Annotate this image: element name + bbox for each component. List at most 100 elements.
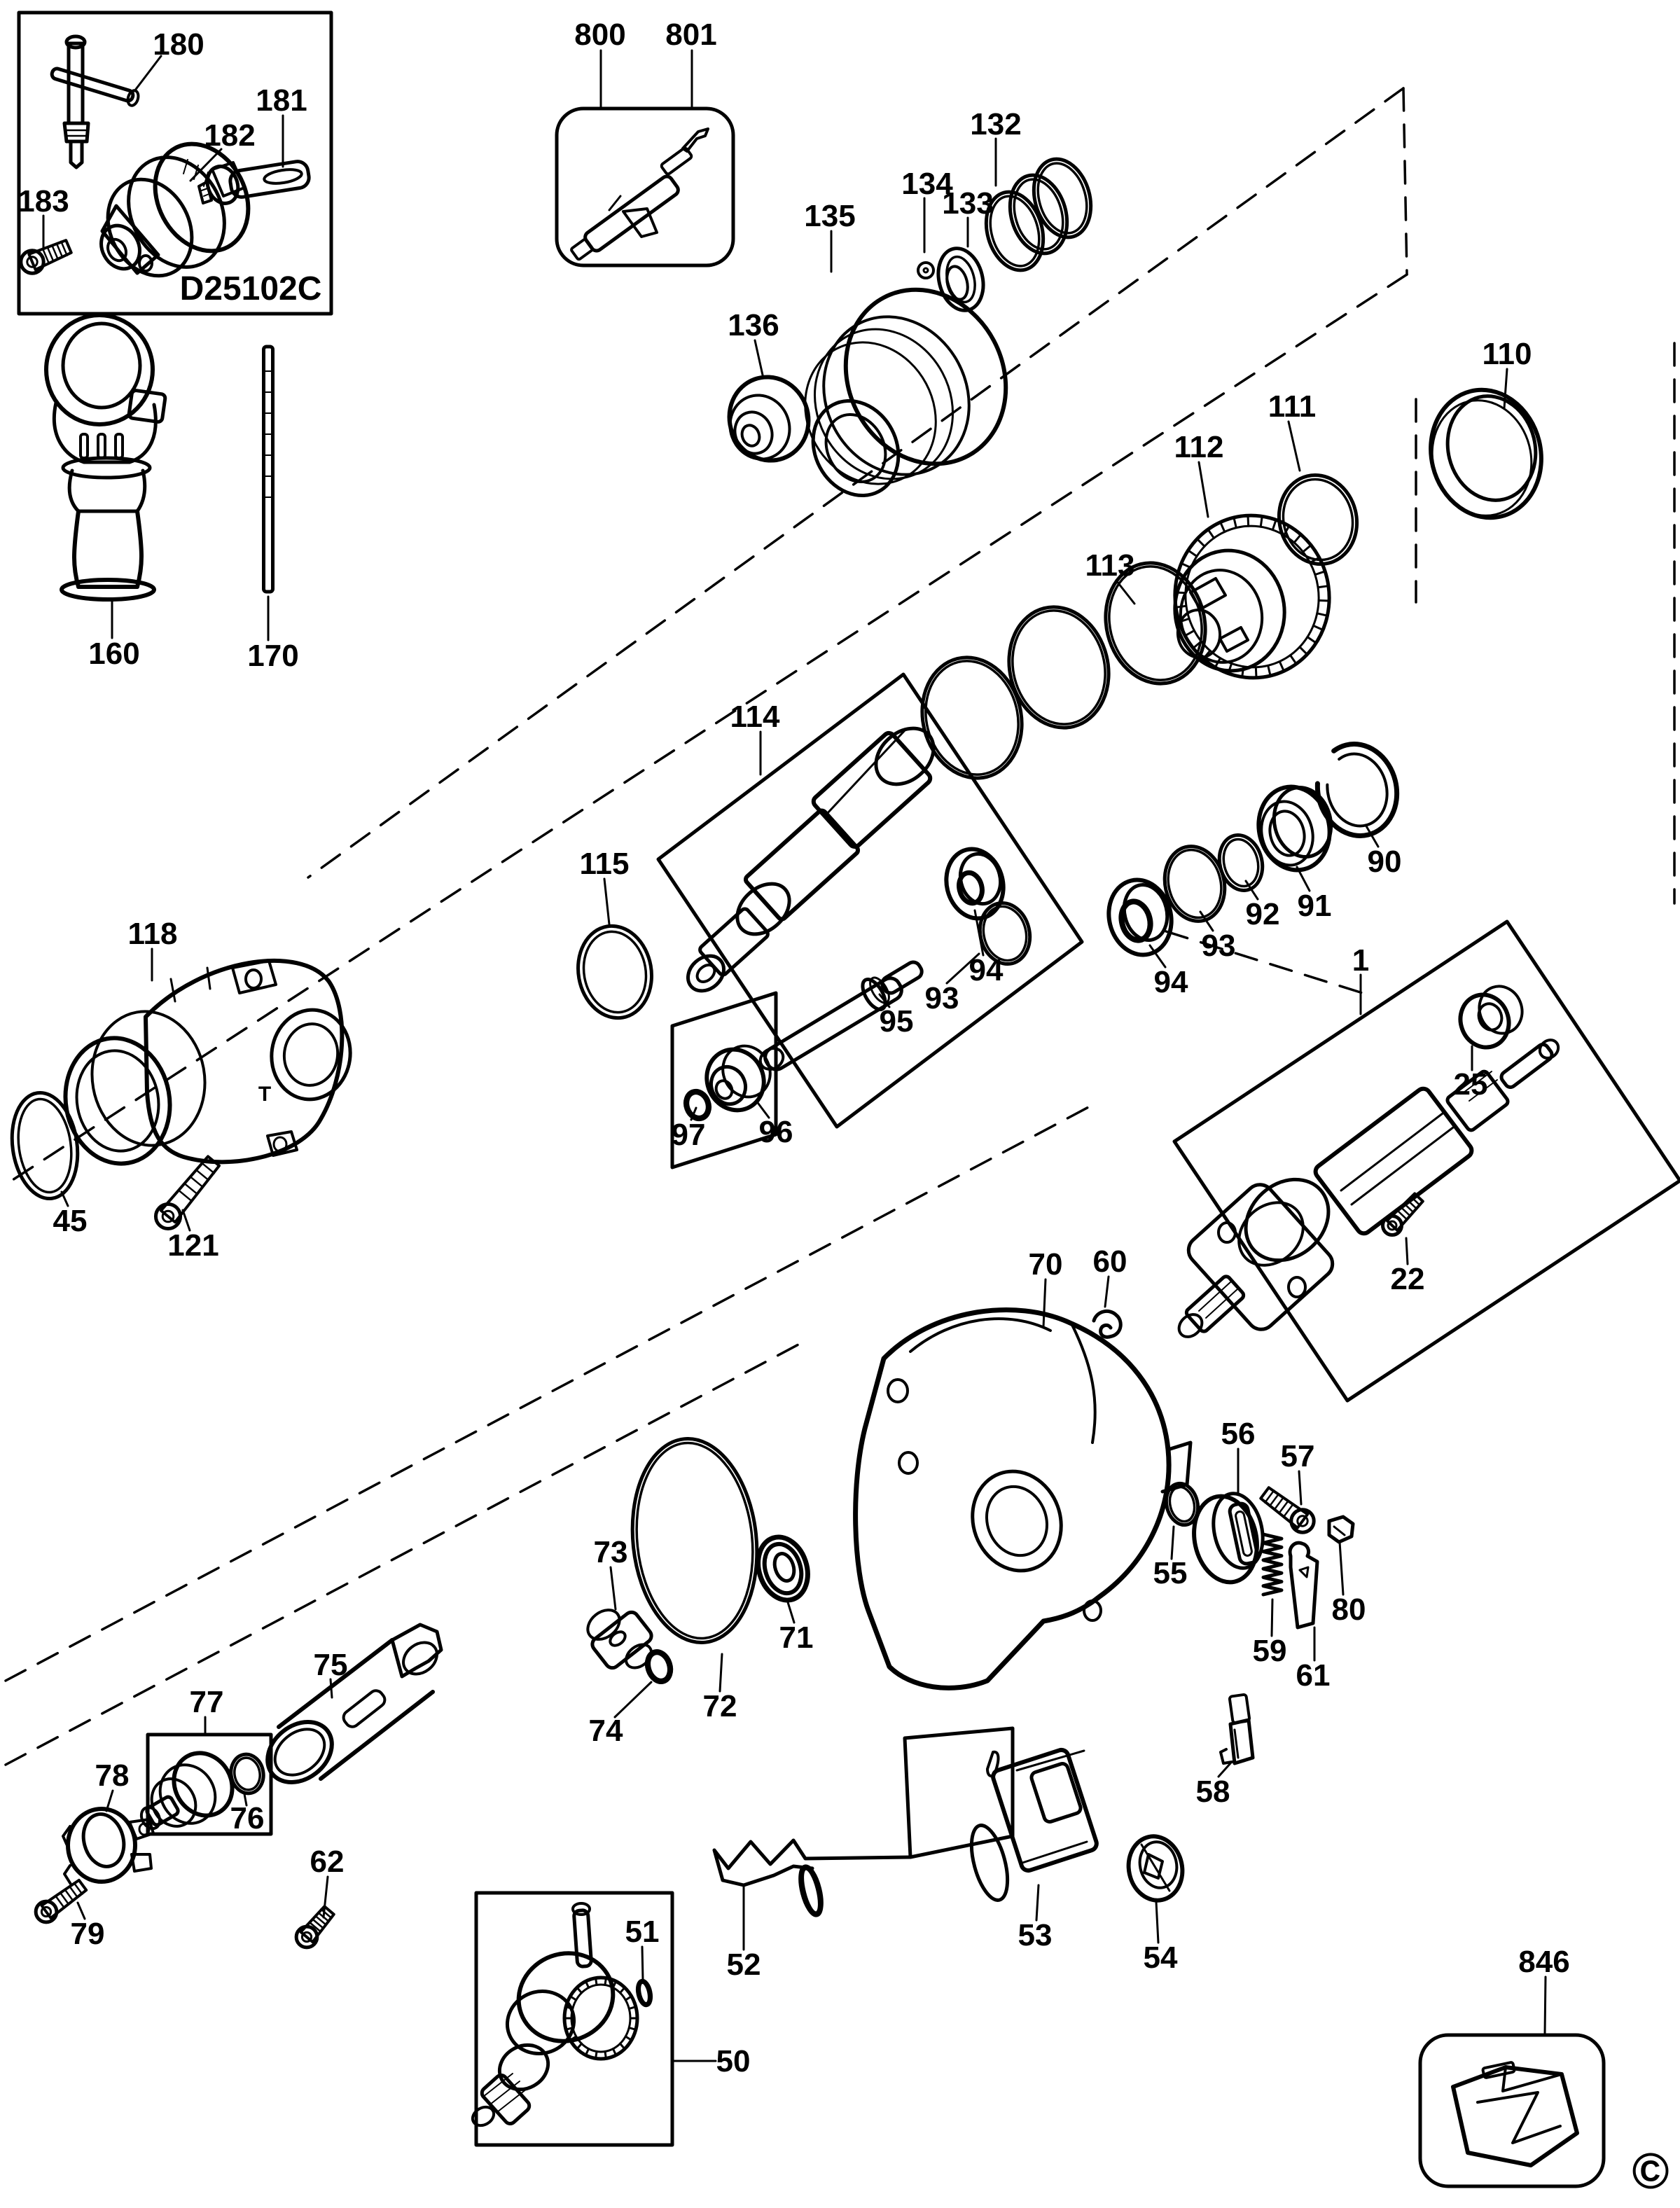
part-boot-135 xyxy=(804,287,1008,498)
leader-line-110 xyxy=(1503,368,1508,410)
part-number-label: 1 xyxy=(1352,943,1369,978)
part-number-label: 95 xyxy=(880,1004,914,1039)
inset-box-d25102c xyxy=(17,11,333,316)
part-number-label: 133 xyxy=(942,186,993,221)
callout-183: 183 xyxy=(18,184,69,251)
part-number-label: 22 xyxy=(1391,1262,1425,1296)
leader-line-79 xyxy=(76,1901,86,1920)
leader-line-45 xyxy=(60,1190,69,1207)
construction-dash-line-1 xyxy=(1402,87,1408,276)
callout-114: 114 xyxy=(730,700,780,776)
part-number-label: 801 xyxy=(665,18,716,52)
part-number-label: 80 xyxy=(1332,1592,1366,1627)
part-number-label: 57 xyxy=(1281,1439,1315,1473)
callout-170: 170 xyxy=(247,595,299,673)
part-oring-72 xyxy=(630,1437,759,1644)
part-piston-77 xyxy=(139,1751,235,1831)
leader-line-846 xyxy=(1543,1976,1547,2035)
part-oring-111 xyxy=(1277,473,1359,567)
leader-line-73 xyxy=(609,1566,617,1611)
construction-dash-line-7 xyxy=(1165,930,1368,996)
leader-line-78 xyxy=(105,1789,114,1812)
part-nut-80 xyxy=(1327,1515,1355,1544)
callout-59: 59 xyxy=(1253,1598,1286,1668)
callout-93-left: 93 xyxy=(925,952,980,1015)
leader-line-72 xyxy=(718,1653,723,1693)
part-number-label: 97 xyxy=(672,1118,706,1152)
part-number-label: 180 xyxy=(153,27,204,62)
callout-94-right: 94 xyxy=(1148,944,1188,999)
part-number-label: © xyxy=(1632,2144,1669,2200)
part-number-label: 73 xyxy=(594,1535,628,1569)
leader-line-93-left xyxy=(945,952,980,985)
leader-line-95 xyxy=(878,993,891,1008)
part-sds-adapter-181 xyxy=(197,160,311,205)
callout-53: 53 xyxy=(1018,1884,1052,1952)
part-gear-hub-112 xyxy=(1173,513,1331,680)
part-number-label: 62 xyxy=(310,1845,345,1879)
part-oring-51 xyxy=(635,1978,653,2008)
part-ball-134 xyxy=(917,261,935,279)
part-cylinder-75 xyxy=(265,1623,443,1784)
part-housing-118: T xyxy=(63,958,352,1166)
part-knob-56 xyxy=(1192,1492,1265,1585)
leader-line-75 xyxy=(329,1678,333,1699)
part-lever-61 xyxy=(1288,1541,1319,1630)
part-chuck-182 xyxy=(99,141,251,278)
part-gear-housing-70 xyxy=(853,1307,1193,1690)
callout-118: 118 xyxy=(128,917,178,982)
part-number-label: 181 xyxy=(256,83,307,118)
callout-79: 79 xyxy=(71,1901,104,1951)
part-crank-50 xyxy=(471,1902,639,2127)
callout-71: 71 xyxy=(779,1601,814,1655)
part-number-label: 115 xyxy=(580,847,630,881)
callout-96: 96 xyxy=(755,1099,793,1149)
part-number-label: 72 xyxy=(703,1689,737,1723)
part-bearing-71 xyxy=(756,1534,810,1603)
leader-line-111 xyxy=(1287,420,1301,472)
part-number-label: 111 xyxy=(1268,389,1317,424)
part-striker-114 xyxy=(686,726,936,993)
part-sleeve-91 xyxy=(1256,784,1333,873)
part-number-label: 90 xyxy=(1368,845,1402,879)
part-number-label: 118 xyxy=(128,917,178,951)
inset-box-846 xyxy=(1418,2033,1606,2188)
callout-801: 801 xyxy=(665,18,717,109)
callout-22: 22 xyxy=(1391,1237,1425,1296)
part-number-label: 113 xyxy=(1085,548,1135,583)
callout-846: 846 xyxy=(1518,1945,1570,2035)
part-number-label: D25102C xyxy=(180,270,322,307)
callout-94-left: 94 xyxy=(969,909,1004,987)
callout-93-right: 93 xyxy=(1199,910,1235,963)
part-oring-97 xyxy=(683,1088,712,1122)
leader-line-71 xyxy=(786,1601,796,1624)
callout-95: 95 xyxy=(878,993,914,1039)
leader-line-53 xyxy=(1035,1884,1040,1922)
part-side-handle-160 xyxy=(44,313,167,602)
part-number-label: 56 xyxy=(1221,1417,1256,1451)
leader-line-180 xyxy=(133,55,162,92)
callout-75: 75 xyxy=(314,1648,347,1699)
part-bearing-25 xyxy=(1458,985,1524,1050)
part-pin-73 xyxy=(586,1609,653,1670)
callout-77: 77 xyxy=(190,1685,223,1735)
part-number-label: 51 xyxy=(625,1915,660,1949)
part-number-label: 70 xyxy=(1029,1247,1063,1282)
leader-line-92 xyxy=(1244,880,1259,901)
part-number-label: 800 xyxy=(574,18,625,52)
part-number-label: 183 xyxy=(18,184,69,218)
callout-55: 55 xyxy=(1153,1525,1187,1590)
part-spring-59 xyxy=(1261,1532,1284,1597)
part-number-label: 71 xyxy=(779,1620,814,1655)
part-number-label: 136 xyxy=(728,308,779,342)
part-washer-133 xyxy=(936,247,985,312)
part-seal-94-left xyxy=(944,847,1006,921)
callout-110: 110 xyxy=(1483,337,1532,410)
part-number-label: 93 xyxy=(925,981,959,1015)
part-number-label: 94 xyxy=(969,953,1004,987)
part-number-label: 92 xyxy=(1246,897,1280,931)
callout-54: 54 xyxy=(1144,1901,1178,1975)
part-number-label: 50 xyxy=(716,2044,751,2078)
callout-70: 70 xyxy=(1029,1247,1063,1328)
leader-line-121 xyxy=(181,1209,191,1232)
